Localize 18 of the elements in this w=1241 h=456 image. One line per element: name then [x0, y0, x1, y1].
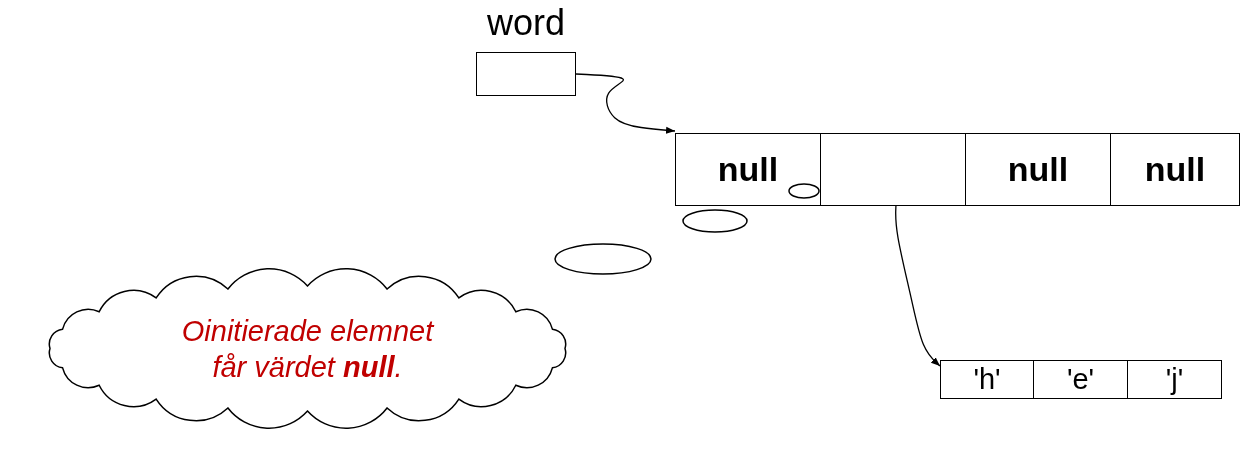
arrow — [895, 205, 941, 367]
array-cell — [1127, 360, 1222, 399]
variable-name: word — [486, 2, 566, 44]
array-cell — [1110, 133, 1240, 206]
array-cell — [965, 133, 1111, 206]
array-cell — [940, 360, 1034, 399]
variable-box — [476, 52, 576, 96]
null-value: null — [1144, 150, 1206, 189]
null-value: null — [1007, 150, 1069, 189]
char-value: 'e' — [1066, 363, 1095, 396]
cloud-text: Oinitierade elemnet får värdet null. — [180, 313, 436, 385]
array-cell — [1033, 360, 1128, 399]
arrow — [575, 73, 676, 134]
char-value: 'j' — [1165, 363, 1184, 396]
empty-array-cell — [820, 133, 966, 206]
array-cell — [675, 133, 821, 206]
char-value: 'h' — [973, 363, 1001, 396]
null-value: null — [717, 150, 779, 189]
